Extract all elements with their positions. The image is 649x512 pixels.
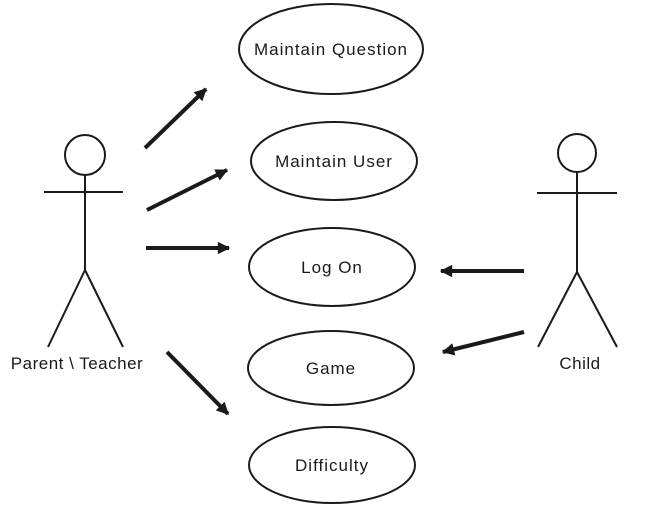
actor-right-leg bbox=[576, 271, 618, 348]
use-case-game: Game bbox=[247, 330, 415, 406]
use-case-label: Maintain User bbox=[275, 152, 393, 171]
use-case-ellipse bbox=[248, 227, 416, 307]
use-case-label: Maintain Question bbox=[254, 40, 408, 59]
actor-parent-teacher: Parent \ Teacher bbox=[11, 134, 143, 373]
actor-left-leg bbox=[537, 271, 578, 348]
use-case-label: Game bbox=[306, 359, 356, 378]
assoc-parent-to-maintain-user bbox=[146, 168, 229, 212]
use-case-ellipse bbox=[247, 330, 415, 406]
assoc-parent-to-maintain-question bbox=[143, 87, 208, 150]
use-case-difficulty: Difficulty bbox=[248, 426, 416, 504]
use-case-ellipse bbox=[248, 426, 416, 504]
use-case-ellipse bbox=[250, 121, 418, 201]
actor-child: Child bbox=[537, 133, 618, 373]
actor-label: Child bbox=[559, 354, 600, 373]
use-case-label: Difficulty bbox=[295, 456, 369, 475]
actor-right-leg bbox=[84, 269, 124, 348]
actor-head bbox=[64, 134, 106, 176]
actor-head bbox=[557, 133, 597, 173]
assoc-parent-to-difficulty bbox=[165, 350, 230, 416]
assoc-child-to-game bbox=[441, 330, 525, 356]
use-case-maintain-user: Maintain User bbox=[250, 121, 418, 201]
associations bbox=[143, 87, 525, 416]
actor-left-leg bbox=[47, 269, 86, 348]
use-case-maintain-question: Maintain Question bbox=[238, 3, 424, 95]
use-case-label: Log On bbox=[301, 258, 363, 277]
use-case-ellipse bbox=[238, 3, 424, 95]
use-case-log-on: Log On bbox=[248, 227, 416, 307]
actor-label: Parent \ Teacher bbox=[11, 354, 143, 373]
